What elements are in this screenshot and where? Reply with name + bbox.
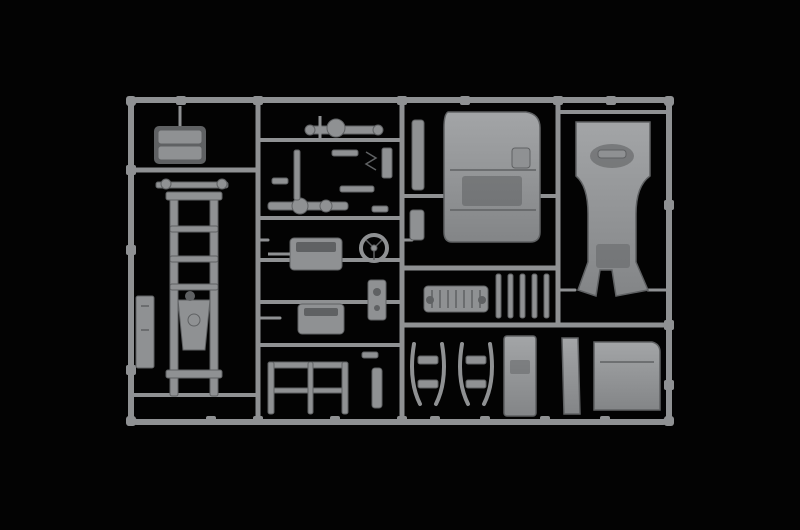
part-bench-frame	[267, 361, 349, 415]
part-floor-pan	[575, 121, 651, 297]
part-seat-back	[154, 106, 206, 164]
part-seat-front	[268, 237, 343, 271]
part-seat-rear	[297, 303, 345, 335]
part-steering-wheel	[359, 233, 389, 263]
part-grille	[423, 285, 489, 313]
part-body-tub	[411, 111, 541, 243]
part-fender-panel	[503, 335, 537, 417]
gate-nubs	[126, 96, 674, 426]
part-side-panel	[561, 337, 581, 415]
part-rods	[495, 273, 550, 319]
part-hood	[593, 341, 661, 411]
part-exhaust	[361, 351, 383, 409]
part-rear-axle	[267, 149, 349, 215]
part-gearbox	[367, 279, 387, 321]
part-chassis-frame	[155, 178, 229, 397]
part-side-bar	[135, 295, 155, 369]
part-springs	[331, 147, 393, 193]
part-front-axle	[304, 116, 384, 140]
part-suspension-right	[458, 342, 494, 406]
part-small-brackets	[271, 177, 425, 241]
part-suspension-left	[410, 342, 446, 406]
